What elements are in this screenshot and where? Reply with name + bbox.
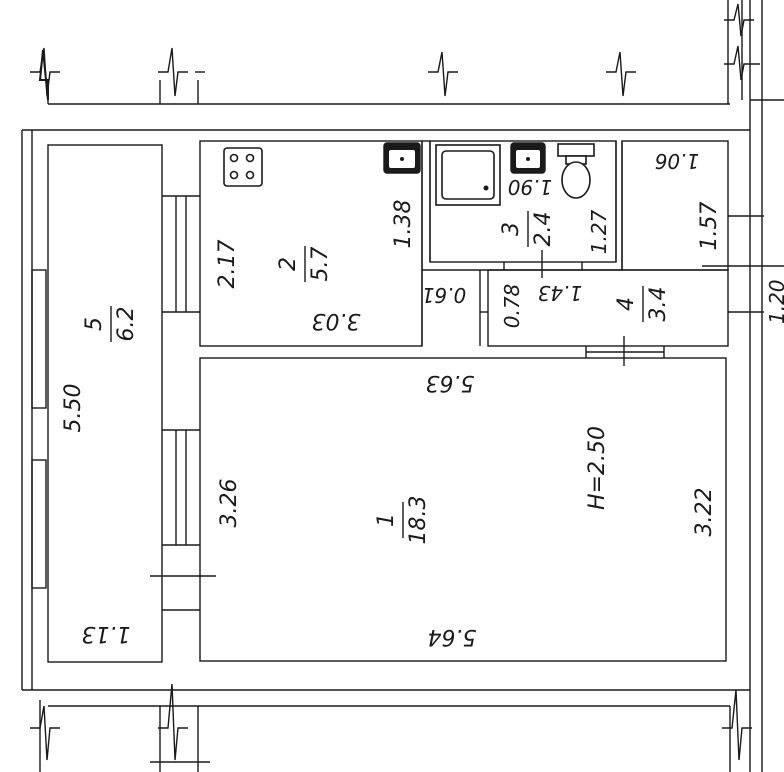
dim-ceiling-height: H=2.50 [585, 426, 610, 510]
room-1-area: 18.3 [406, 496, 431, 545]
room-3-area: 2.4 [531, 212, 556, 247]
room-5-number: 5 [82, 317, 107, 331]
room-1-label: 1 18.3 [374, 496, 431, 545]
room-4-label: 4 3.4 [614, 286, 671, 322]
dim-room2-bottom-right: 0.61 [422, 283, 467, 307]
dim-room4-width: 1.43 [538, 281, 583, 305]
room-3-label: 3 2.4 [499, 211, 556, 247]
bathtub-icon [435, 144, 501, 206]
room-4-outline [487, 269, 729, 347]
dim-room6-width: 1.06 [655, 149, 700, 173]
dim-room5-length: 5.50 [61, 384, 86, 433]
dim-room3-width: 1.90 [508, 175, 553, 199]
dim-edge-cut: 1.20 [765, 279, 784, 324]
stove-icon [223, 147, 263, 187]
room-2-label: 2 5.7 [276, 246, 333, 282]
room-2-number: 2 [276, 257, 301, 271]
dim-room1-top: 5.63 [426, 370, 475, 395]
dim-room1-right: 3.22 [692, 488, 717, 537]
dim-room3-height: 1.27 [587, 209, 611, 254]
dim-room2-left: 2.17 [215, 240, 240, 289]
room5-passages [150, 195, 216, 611]
dim-room5-width: 1.13 [82, 621, 131, 646]
room-1-number: 1 [374, 513, 399, 527]
room-5-area: 6.2 [114, 307, 139, 342]
exterior-walls [21, 0, 784, 772]
room-5-label: 5 6.2 [82, 306, 139, 342]
room-4-area: 3.4 [646, 287, 671, 322]
dim-room6-height: 1.57 [697, 202, 722, 251]
room-2-area: 5.7 [308, 247, 333, 282]
dim-room4-height: 0.78 [500, 284, 524, 329]
dim-room1-left: 3.26 [217, 479, 242, 528]
room-6-outline [621, 140, 729, 271]
washbasin-icon [510, 142, 546, 174]
room-1-outline [199, 357, 727, 662]
room-5-outline [47, 144, 163, 663]
dim-room1-bottom: 5.64 [428, 624, 477, 649]
room-3-number: 3 [499, 222, 524, 236]
dim-room2-right: 1.38 [391, 200, 416, 249]
toilet-icon [557, 143, 595, 199]
dim-room2-bottom: 3.03 [312, 308, 361, 333]
kitchen-sink-icon [383, 142, 421, 174]
room-4-number: 4 [614, 297, 639, 311]
